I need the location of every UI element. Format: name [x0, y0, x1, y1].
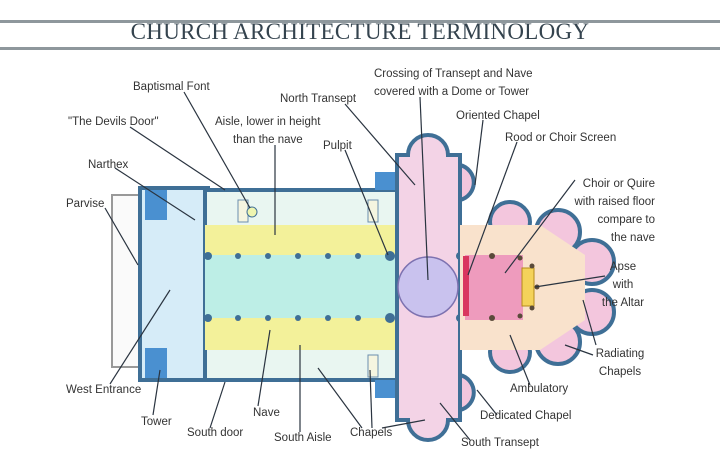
stair-tower: [375, 380, 397, 398]
crossing-dome: [397, 256, 459, 318]
parvise-area: [111, 194, 143, 368]
label-choir-line4: the nave: [611, 232, 655, 244]
baptismal-font-mark: [246, 206, 258, 218]
label-devils-door: "The Devils Door": [68, 116, 159, 128]
label-choir-line3: compare to: [597, 214, 655, 226]
label-oriented-chapel: Oriented Chapel: [456, 110, 540, 122]
label-chapels: Chapels: [350, 427, 392, 439]
label-crossing-line2: covered with a Dome or Tower: [374, 86, 529, 98]
altar: [521, 267, 535, 307]
label-south-aisle: South Aisle: [274, 432, 332, 444]
oriented-chapel: [458, 162, 476, 203]
label-pulpit: Pulpit: [323, 140, 353, 152]
label-west-entrance: West Entrance: [66, 384, 141, 396]
label-north-transept: North Transept: [280, 93, 357, 105]
label-apse-line1: Apse: [610, 261, 636, 273]
labels: Baptismal Font "The Devils Door" Aisle, …: [66, 68, 655, 449]
label-apse-line3: the Altar: [602, 297, 644, 309]
label-narthex: Narthex: [88, 159, 129, 171]
label-ambulatory: Ambulatory: [510, 383, 568, 395]
south-aisle-area: [205, 318, 397, 350]
label-crossing-line1: Crossing of Transept and Nave: [374, 68, 533, 80]
label-nave: Nave: [253, 407, 280, 419]
label-rood-screen: Rood or Choir Screen: [505, 132, 616, 144]
side-chapel: [237, 199, 249, 223]
label-dedicated-chapel: Dedicated Chapel: [480, 410, 571, 422]
label-south-transept: South Transept: [461, 437, 540, 449]
nave-area: [205, 255, 397, 320]
choir-area: [465, 255, 523, 320]
label-choir-line1: Choir or Quire: [583, 178, 655, 190]
leader-lines: [104, 91, 606, 441]
north-aisle: [205, 225, 397, 257]
label-parvise: Parvise: [66, 198, 104, 210]
south-tower: [145, 348, 167, 378]
north-tower: [145, 190, 167, 220]
bottom-rule: [0, 47, 720, 50]
top-rule: [0, 20, 720, 23]
dedicated-chapel-area: [458, 372, 476, 413]
label-tower: Tower: [141, 416, 172, 428]
label-baptismal-font: Baptismal Font: [133, 81, 211, 93]
side-chapel: [367, 354, 379, 378]
label-radiating-line2: Chapels: [599, 366, 641, 378]
label-south-door: South door: [187, 427, 243, 439]
page-title: CHURCH ARCHITECTURE TERMINOLOGY: [130, 19, 590, 44]
label-aisle-line2: than the nave: [233, 134, 303, 146]
label-choir-line2: with raised floor: [573, 196, 655, 208]
rood-screen-mark: [463, 256, 469, 316]
label-apse-line2: with: [612, 279, 633, 291]
side-chapel: [367, 199, 379, 223]
stair-tower: [375, 172, 397, 190]
label-radiating-line1: Radiating: [596, 348, 645, 360]
label-aisle-line1: Aisle, lower in height: [215, 116, 321, 128]
